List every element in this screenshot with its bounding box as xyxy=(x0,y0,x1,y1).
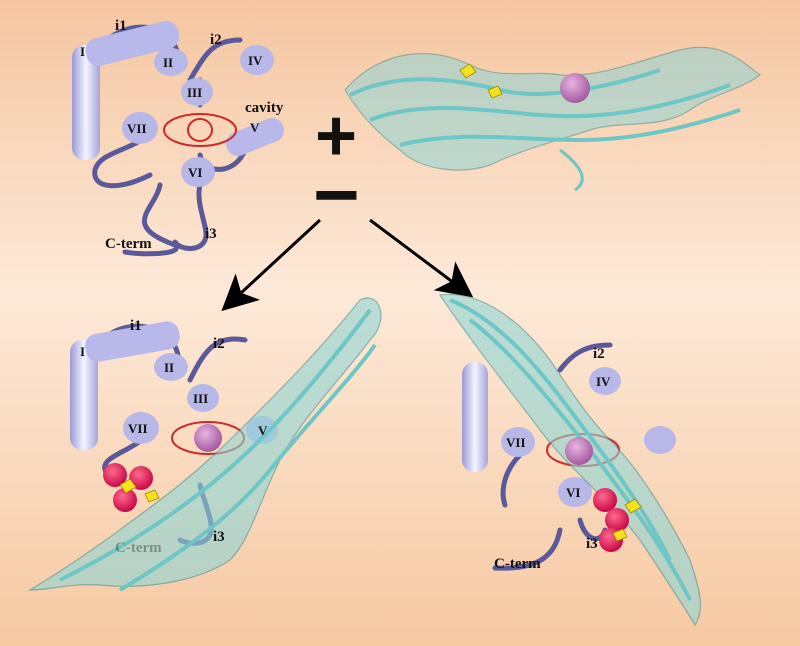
complex-left: i1 i2 i3 I II III VII V C-term xyxy=(27,297,382,592)
loop-label-i3: i3 xyxy=(205,226,217,242)
helix-label-IV: IV xyxy=(248,53,263,68)
cterm-label-top: C-term xyxy=(105,236,152,252)
helix-label-IV-br: IV xyxy=(596,374,611,389)
cterm-label-br: C-term xyxy=(494,556,541,572)
loop-label-i3-bl: i3 xyxy=(213,529,225,545)
helix-label-VII: VII xyxy=(127,121,147,136)
arrow-icon xyxy=(221,218,474,312)
loop-label-i2-bl: i2 xyxy=(213,336,225,352)
helix-label-II: II xyxy=(163,55,173,70)
helix-label-VII-bl: VII xyxy=(128,421,148,436)
helix-label-VI: VI xyxy=(188,165,202,180)
helix-label-III: III xyxy=(187,85,202,100)
helix-label-VI-br: VI xyxy=(566,485,580,500)
helix-cylinder-icon xyxy=(72,20,284,160)
helix-label-VII-br: VII xyxy=(506,435,526,450)
cavity-label: cavity xyxy=(245,100,284,116)
receptor-topology-top: i1 i2 i3 I II III IV V VI VII cavity C-t… xyxy=(72,18,284,257)
loop-label-i2-br: i2 xyxy=(593,346,605,362)
helix-label-II-bl: II xyxy=(164,360,174,375)
disulfide-bond xyxy=(459,63,503,99)
helix-label-V-bl: V xyxy=(258,423,268,438)
contact-spheres xyxy=(103,463,153,512)
complex-right: i2 i3 IV VI VII C-term xyxy=(438,293,701,627)
loop-label-i2: i2 xyxy=(210,32,222,48)
plus-sign: + xyxy=(315,96,357,176)
loop-label-i1: i1 xyxy=(115,18,127,34)
cterm-label-bl: C-term xyxy=(115,540,162,556)
ligand-sphere xyxy=(560,73,590,103)
loop-label-i1-bl: i1 xyxy=(130,318,142,334)
helix-label-I-bl: I xyxy=(80,344,85,359)
helix-label-I: I xyxy=(80,44,85,59)
loop-label-i3-br: i3 xyxy=(586,536,598,552)
minus-sign: − xyxy=(313,150,360,239)
helix-label-III-bl: III xyxy=(193,391,208,406)
cavity-ring-inner xyxy=(187,118,213,142)
cavity-ring-outer xyxy=(163,113,237,147)
helix-label-V: V xyxy=(250,120,260,135)
protein-ribbon-icon xyxy=(344,46,762,192)
